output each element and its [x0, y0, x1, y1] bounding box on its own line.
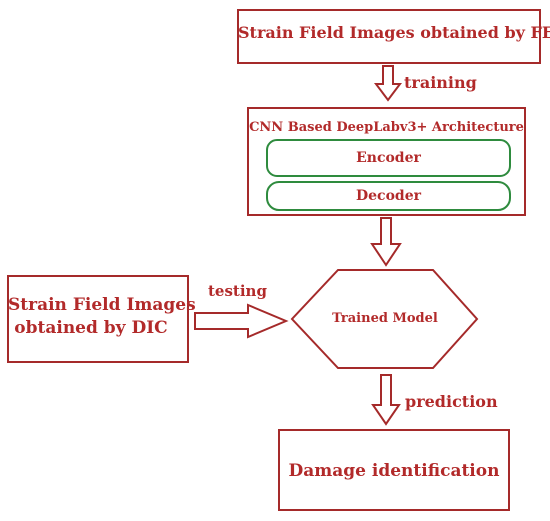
- dic-box: [7, 275, 189, 363]
- dic-label-line1: Strain Field Images: [8, 295, 196, 315]
- training-label: training: [404, 73, 477, 92]
- fea-box: [237, 9, 541, 64]
- decoder-label: Decoder: [356, 188, 421, 204]
- testing-label: testing: [208, 282, 267, 300]
- training-arrow: [374, 65, 402, 102]
- decoder-box: [266, 181, 511, 211]
- encoder-box: [266, 139, 511, 177]
- fea-label: Strain Field Images obtained by FEA: [238, 23, 550, 42]
- testing-arrow: [194, 303, 289, 339]
- damage-label: Damage identification: [288, 461, 500, 481]
- dic-label-line2: obtained by DIC: [14, 318, 168, 338]
- prediction-arrow: [371, 374, 401, 426]
- damage-box: [278, 429, 510, 511]
- encoder-label: Encoder: [356, 150, 421, 166]
- cnn-to-model-arrow: [370, 217, 402, 267]
- trained-model-label: Trained Model: [332, 311, 438, 326]
- trained-model-hexagon: [290, 269, 479, 369]
- cnn-architecture-box: [247, 107, 526, 216]
- cnn-architecture-title: CNN Based DeepLabv3+ Architecture: [249, 120, 524, 135]
- prediction-label: prediction: [405, 392, 498, 411]
